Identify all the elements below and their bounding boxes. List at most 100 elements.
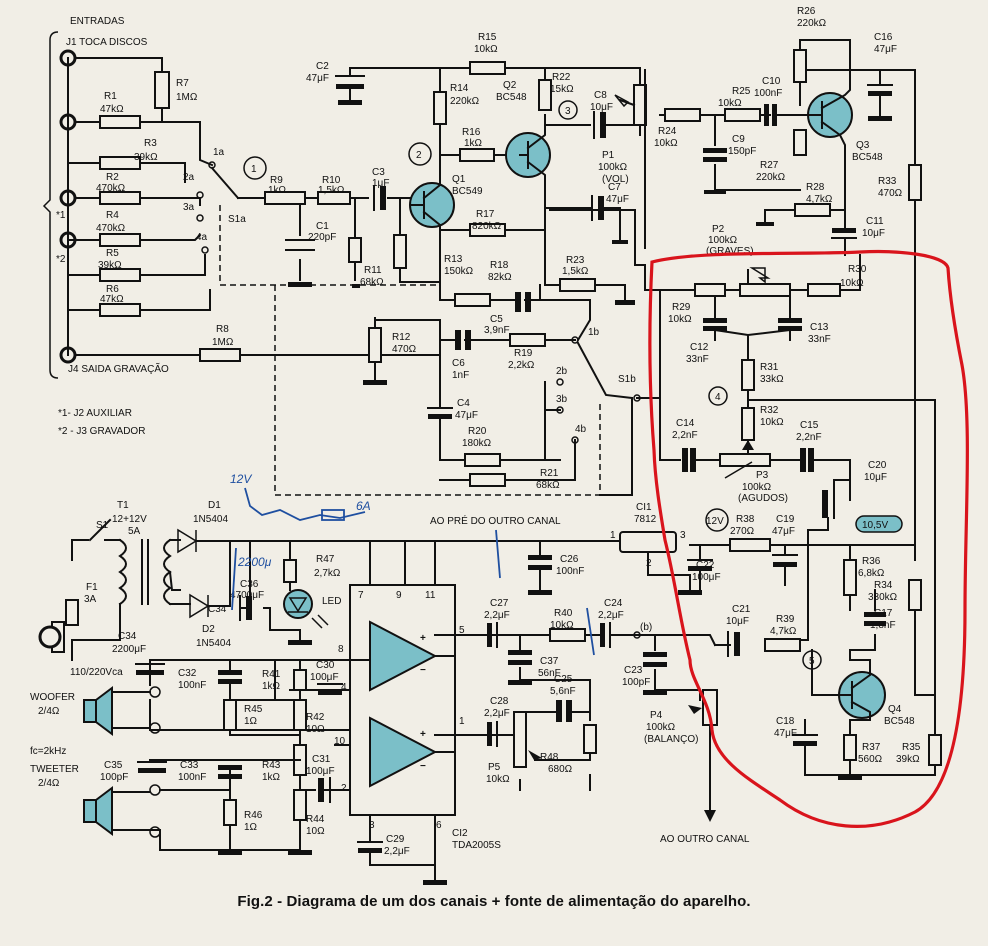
ci2-pin-10: 10 bbox=[334, 736, 346, 747]
r40-value: 10kΩ bbox=[550, 620, 574, 631]
q4-value: BC548 bbox=[884, 716, 915, 727]
r3-name: R3 bbox=[144, 138, 157, 149]
r2-value: 470kΩ bbox=[96, 183, 126, 194]
c35-value: 100pF bbox=[100, 772, 128, 783]
c34-label: C34 bbox=[118, 631, 137, 642]
c26-plate-b bbox=[528, 565, 552, 570]
r31 bbox=[741, 359, 755, 391]
c37-plate-b bbox=[508, 660, 532, 665]
woofer-speaker bbox=[83, 686, 113, 736]
r4-value: 470kΩ bbox=[96, 223, 126, 234]
r28 bbox=[794, 203, 831, 217]
c10-value: 100nF bbox=[754, 88, 782, 99]
c13-plate-b bbox=[778, 326, 802, 331]
r6-value: 47kΩ bbox=[100, 294, 124, 305]
tone-control: R29 10kΩ P2 100kΩ (GRAVES) R30 10kΩ C12 … bbox=[549, 209, 936, 736]
p4-value: 100kΩ bbox=[646, 722, 676, 733]
q4-leads bbox=[804, 649, 936, 776]
c18-name: C18 bbox=[776, 716, 795, 727]
p5-value: 10kΩ bbox=[486, 774, 510, 785]
c17-plate-a bbox=[864, 612, 886, 617]
r32-value: 10kΩ bbox=[760, 417, 784, 428]
c3-plate-b bbox=[380, 186, 386, 210]
r46-value: 1Ω bbox=[244, 822, 258, 833]
q2-wires bbox=[439, 124, 641, 301]
mains-plug bbox=[38, 625, 62, 649]
r46-name: R46 bbox=[244, 810, 263, 821]
c7-name: C7 bbox=[608, 182, 621, 193]
c2-value: 47μF bbox=[306, 73, 329, 84]
s1b-pos-4b bbox=[571, 436, 579, 444]
woofer-terminal-a bbox=[149, 686, 161, 698]
s1a-label-3a: 3a bbox=[183, 202, 195, 213]
r30-value: 10kΩ bbox=[840, 278, 864, 289]
tone-input bbox=[549, 209, 646, 291]
c23-plate-b bbox=[643, 662, 667, 667]
r5 bbox=[99, 268, 141, 282]
r10 bbox=[317, 191, 351, 205]
annotation-12v: 12V bbox=[230, 472, 252, 486]
ground-ci1 bbox=[528, 590, 702, 595]
c15-name: C15 bbox=[800, 420, 819, 431]
p1-tag: (VOL) bbox=[602, 174, 629, 185]
c9-plate-b bbox=[703, 157, 727, 162]
d2-name: D2 bbox=[202, 624, 215, 635]
c23-plate-a bbox=[643, 652, 667, 657]
tweeter-imp: 2/4Ω bbox=[38, 778, 60, 789]
c16-wires bbox=[879, 69, 916, 561]
c27-value: 2,2μF bbox=[484, 610, 510, 621]
c25-plate-b bbox=[566, 700, 572, 722]
tweeter-wires bbox=[111, 791, 301, 851]
q1-stage: R9 1kΩ R10 1,5kΩ C3 1μF C1 220pF R11 68k… bbox=[261, 32, 546, 288]
c23-value: 100pF bbox=[622, 677, 650, 688]
amp-a-plus: + bbox=[420, 633, 426, 644]
c34-value: 2200μF bbox=[112, 644, 146, 655]
r45-value: 1Ω bbox=[244, 716, 258, 727]
c5-plate-b bbox=[525, 292, 531, 312]
s1b-pos-2b bbox=[556, 378, 564, 386]
r32-name: R32 bbox=[760, 405, 779, 416]
node-3 bbox=[558, 100, 578, 120]
balance-section: C27 2,2μF R40 10kΩ C24 2,2μF (b) C37 56n… bbox=[484, 598, 750, 845]
c28-name: C28 bbox=[490, 696, 509, 707]
p3-arrow bbox=[724, 461, 753, 479]
p3-tag: (AGUDOS) bbox=[738, 493, 788, 504]
v12-label: 12V bbox=[706, 516, 724, 527]
c20-wires bbox=[807, 459, 851, 641]
r1 bbox=[99, 115, 141, 129]
p1-name: P1 bbox=[602, 150, 615, 161]
c32-plate-b bbox=[218, 679, 242, 684]
q2-value: BC548 bbox=[496, 92, 527, 103]
r19-name: R19 bbox=[514, 348, 533, 359]
r8 bbox=[199, 348, 241, 362]
c19-value: 47μF bbox=[772, 526, 795, 537]
d2-diode bbox=[189, 593, 210, 619]
c5-plate-a bbox=[515, 292, 521, 312]
r9 bbox=[264, 191, 306, 205]
ci2-name: CI2 bbox=[452, 828, 468, 839]
r41-value: 1kΩ bbox=[262, 681, 281, 692]
r26 bbox=[793, 49, 807, 83]
r16 bbox=[459, 148, 495, 162]
r29 bbox=[694, 283, 726, 297]
point-b bbox=[633, 631, 641, 639]
r37 bbox=[843, 734, 857, 761]
r23-value: 1,5kΩ bbox=[562, 266, 589, 277]
r21 bbox=[469, 473, 506, 487]
c34-plate-b bbox=[136, 670, 164, 675]
r18 bbox=[454, 293, 491, 307]
q3-name: Q3 bbox=[856, 140, 870, 151]
r27-value: 220kΩ bbox=[756, 172, 786, 183]
tweeter-terminal-b bbox=[149, 826, 161, 838]
pre-outro-label: AO PRÉ DO OUTRO CANAL bbox=[430, 514, 561, 527]
r5-value: 39kΩ bbox=[98, 260, 122, 271]
c14-plate-b bbox=[690, 448, 696, 472]
led-label: LED bbox=[322, 596, 341, 607]
q3-value: BC548 bbox=[852, 152, 883, 163]
c33-name: C33 bbox=[180, 760, 199, 771]
ci1-pin-1: 1 bbox=[610, 530, 616, 541]
transformer-t1 bbox=[118, 538, 191, 606]
ground-c16 bbox=[868, 116, 892, 121]
c18-value: 47μF bbox=[774, 728, 797, 739]
c12-plate-b bbox=[703, 326, 727, 331]
